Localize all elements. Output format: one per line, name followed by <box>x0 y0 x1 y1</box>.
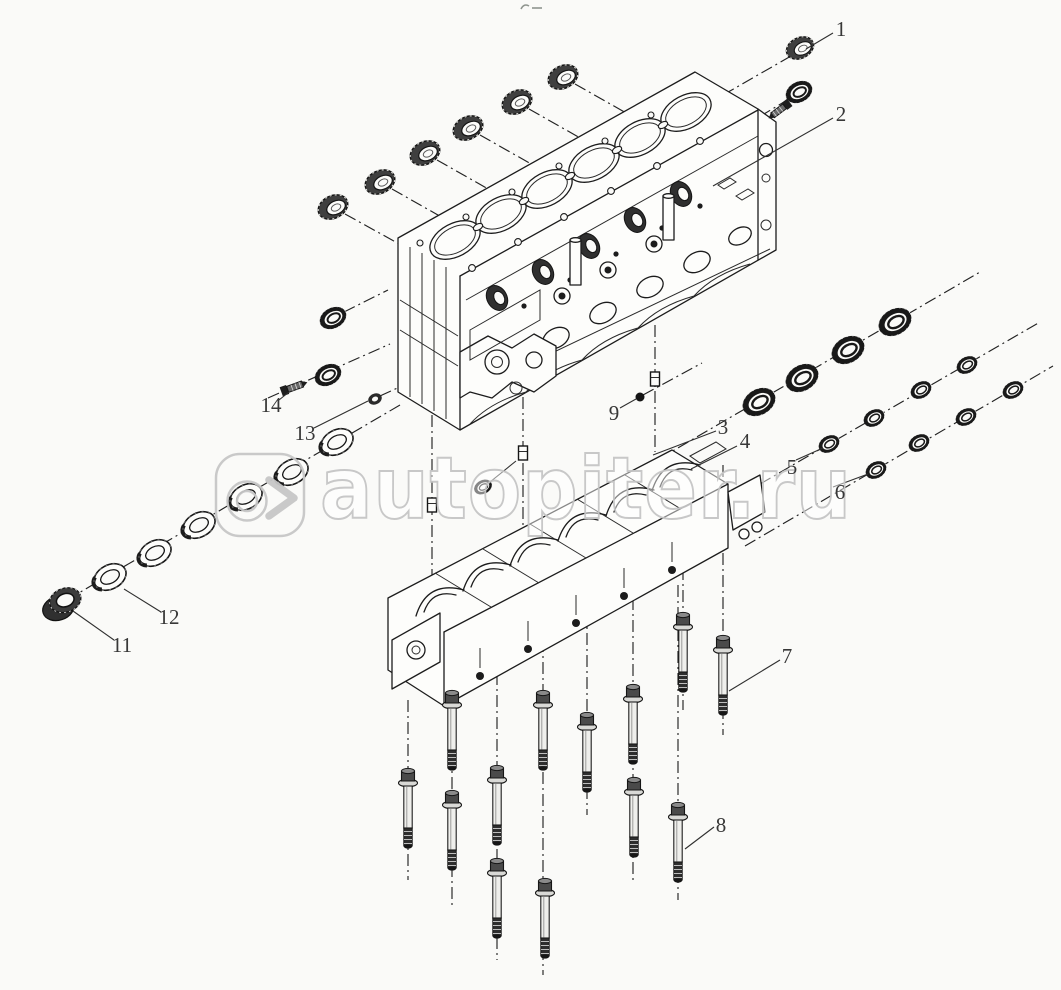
right-end-face <box>717 142 774 231</box>
main-bolt <box>622 683 644 766</box>
center-small-parts <box>426 371 661 513</box>
seal-ring-small <box>953 353 980 378</box>
callout-2: 2 <box>836 102 847 126</box>
screw-item-14 <box>279 377 310 397</box>
front-casting <box>459 289 557 399</box>
seal-ring-large <box>736 380 782 424</box>
main-bolt <box>486 764 508 847</box>
main-bolt <box>532 689 554 772</box>
seal-ring-medium <box>311 359 345 390</box>
seal-ring-small <box>907 378 934 403</box>
main-bolt <box>441 689 463 772</box>
callout-5: 5 <box>787 455 798 479</box>
callout-9: 9 <box>609 401 620 425</box>
watermark: autopiter.ru <box>214 438 852 540</box>
thrust-bushing-item-11 <box>37 583 87 626</box>
seal-ring-large <box>779 356 825 400</box>
bedplate-right-bracket <box>689 441 766 540</box>
callout-3: 3 <box>718 415 729 439</box>
seal-ring-small <box>862 458 889 483</box>
cup-plug <box>360 164 400 200</box>
seal-ring-small <box>999 378 1026 403</box>
bedplate-front-details <box>391 542 676 690</box>
watermark-logo-frame <box>214 452 306 538</box>
seal-ring-large <box>872 300 918 344</box>
cup-plug-item-1 <box>782 31 818 65</box>
callout-13: 13 <box>295 421 316 445</box>
callout-4: 4 <box>740 429 751 453</box>
callout-1: 1 <box>836 17 847 41</box>
deck-bolt-holes <box>416 111 704 272</box>
side-bosses <box>521 203 703 309</box>
cup-plug <box>448 110 488 146</box>
left-small-parts <box>279 302 384 407</box>
cup-plug <box>313 189 353 225</box>
watermark-logo-ring <box>226 480 268 522</box>
watermark-text: autopiter.ru <box>320 439 852 539</box>
washer-item-13 <box>366 391 384 407</box>
main-bolt <box>672 611 694 694</box>
left-face-ribs <box>399 247 459 419</box>
cup-plug <box>497 84 537 120</box>
main-bolt-item-7 <box>712 634 734 717</box>
callout-8: 8 <box>716 813 727 837</box>
seal-ring-small <box>860 406 887 431</box>
bearing-shell <box>178 506 220 544</box>
watermark-logo-chevron-icon <box>265 476 298 520</box>
main-bolt <box>576 711 598 794</box>
cylinder-block <box>397 71 777 431</box>
callout-7: 7 <box>782 644 793 668</box>
main-bolt <box>623 776 645 859</box>
bedplate-webs <box>434 474 682 608</box>
callout-leaders <box>72 32 869 850</box>
bedplate <box>387 441 766 707</box>
standoff-posts <box>569 193 675 286</box>
bearing-saddles <box>415 462 701 617</box>
bearing-shells <box>37 423 358 626</box>
bearing-shell-item-12 <box>89 558 131 596</box>
cup-plug <box>405 135 445 171</box>
seal-ring-medium <box>316 302 350 333</box>
print-artifact <box>520 4 542 10</box>
main-bolt <box>486 857 508 940</box>
dowel-sleeve <box>649 371 661 387</box>
callout-11: 11 <box>112 633 132 657</box>
cup-plug <box>543 59 583 95</box>
main-bolt <box>397 767 419 850</box>
dowel-ball-item-9 <box>635 392 645 402</box>
seal-ring-large <box>825 328 871 372</box>
callout-14: 14 <box>261 393 283 417</box>
main-bolt-item-8 <box>667 801 689 884</box>
side-plug-bosses <box>485 181 693 311</box>
main-bolt <box>534 877 556 960</box>
main-bolt <box>441 789 463 872</box>
watermark-logo-ring-inner <box>235 489 259 513</box>
callout-12: 12 <box>159 605 180 629</box>
seal-ring-small <box>952 405 979 430</box>
callout-6: 6 <box>835 480 846 504</box>
seal-ring-small <box>905 431 932 456</box>
